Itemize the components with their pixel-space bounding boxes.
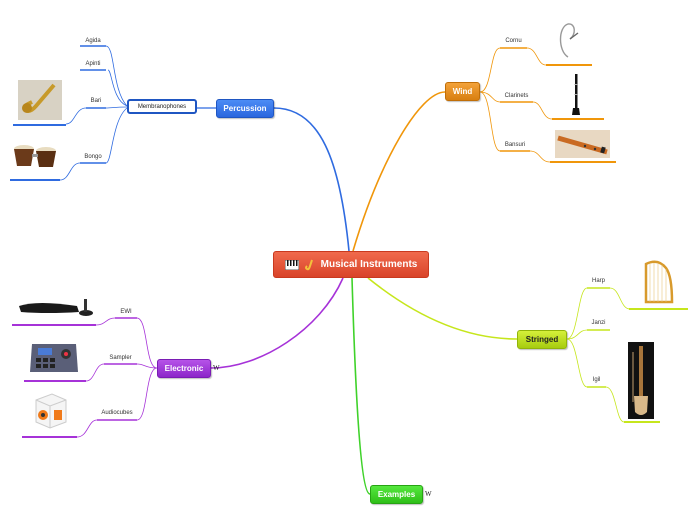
subtopic-bari[interactable]: Bari [90,98,102,104]
topic-electronic[interactable]: Electronic [157,359,211,378]
subtopic-cornu[interactable]: Cornu [505,38,522,44]
topic-wind-label: Wind [452,87,473,96]
topic-stringed-label: Stringed [525,335,559,344]
bongo-image [12,142,58,170]
piano-icon [284,259,299,270]
topic-examples-label: Examples [377,490,416,499]
link-marker-icon[interactable]: W [213,364,220,372]
clarinet-image [570,74,582,116]
topic-wind[interactable]: Wind [445,82,480,101]
subtopic-harp[interactable]: Harp [591,278,605,284]
subtopic-janzi[interactable]: Janzi [591,320,606,326]
subtopic-bansuri[interactable]: Bansuri [504,142,526,148]
central-topic[interactable]: Musical Instruments [273,251,429,278]
bansuri-image [555,130,610,158]
topic-percussion[interactable]: Percussion [216,99,274,118]
sampler-image [28,336,80,376]
subtopic-audiocubes[interactable]: Audiocubes [101,410,133,416]
subtopic-membranophones-label: Membranophones [137,103,187,110]
harp-image [640,258,676,304]
subtopic-agida[interactable]: Agida [85,38,101,44]
topic-stringed[interactable]: Stringed [517,330,567,349]
cornu-image [556,21,580,59]
subtopic-apinti[interactable]: Apinti [85,61,101,67]
audiocube-image [30,390,70,432]
topic-percussion-label: Percussion [223,104,267,113]
subtopic-membranophones[interactable]: Membranophones [127,99,197,114]
saxophone-icon [304,259,315,271]
saxophone-image [18,80,62,120]
subtopic-bongo[interactable]: Bongo [84,154,102,160]
topic-electronic-label: Electronic [164,364,204,373]
link-marker-icon[interactable]: W [425,490,432,498]
subtopic-ewi[interactable]: EWI [120,309,132,315]
central-topic-label: Musical Instruments [320,259,418,270]
topic-examples[interactable]: Examples [370,485,423,504]
subtopic-igil[interactable]: Igil [592,377,601,383]
ewi-image [17,296,95,322]
subtopic-sampler[interactable]: Sampler [109,355,132,361]
igil-image [628,342,654,419]
subtopic-clarinets[interactable]: Clarinets [504,93,529,99]
